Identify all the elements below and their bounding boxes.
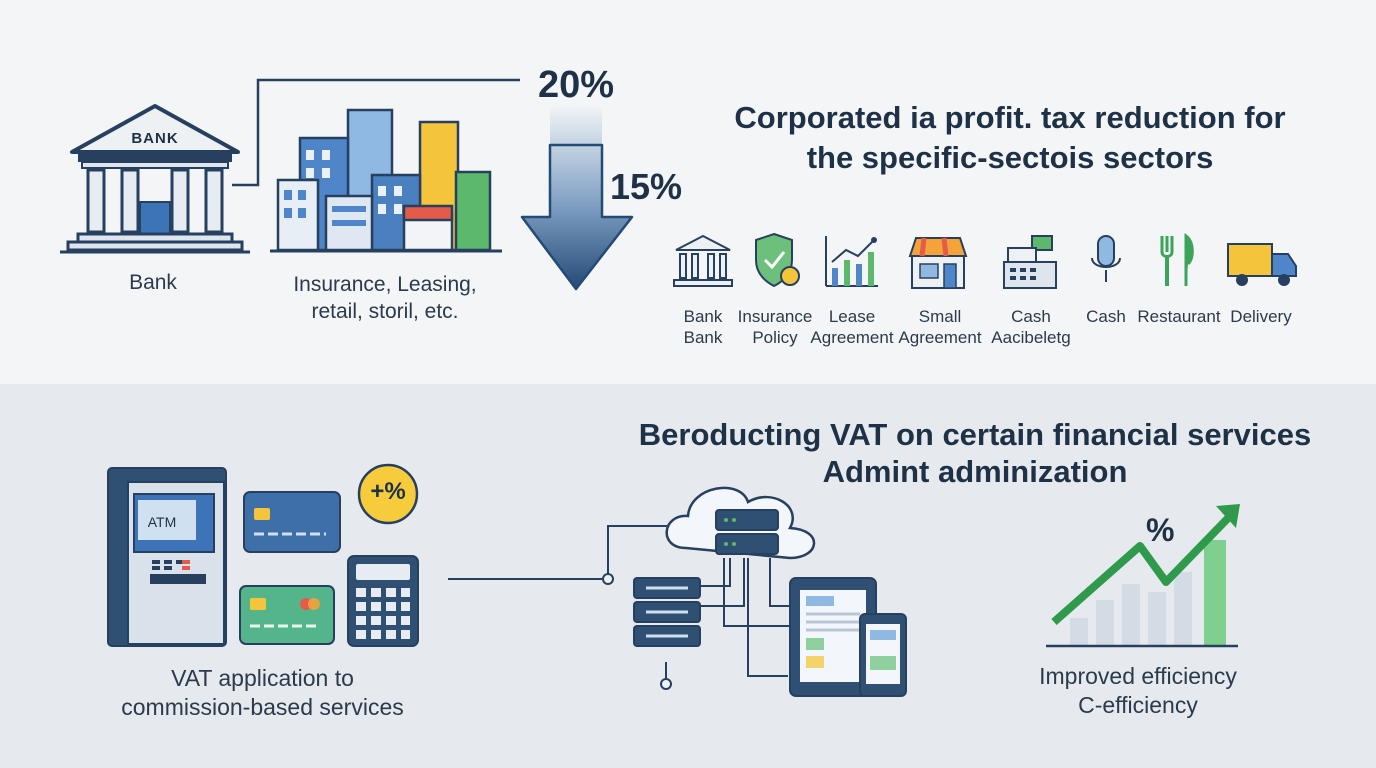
connector-line <box>232 78 520 187</box>
sector-icons-row <box>673 232 1297 289</box>
top-title-line2: the specific-sectois sectors <box>806 140 1214 175</box>
vat-label: VAT application to commission-based serv… <box>90 664 435 722</box>
atm-icon <box>107 467 227 647</box>
top-title-line1: Corporated ia profit. tax reduction for <box>734 100 1286 135</box>
bank-building-icon <box>60 104 250 254</box>
shield-check-icon <box>755 232 800 288</box>
growth-chart-icon <box>1046 504 1240 648</box>
efficiency-label: Improved efficiency C-efficiency <box>1000 662 1276 720</box>
city-buildings-icon <box>270 108 502 253</box>
delivery-truck-icon <box>1227 243 1297 286</box>
reduction-arrow-icon <box>520 105 634 291</box>
sector-label-restaurant: Restaurant <box>1137 307 1221 326</box>
vat-label-line1: VAT application to <box>171 665 354 691</box>
rate-from: 20% <box>538 64 615 106</box>
buildings-label: Insurance, Leasing, retail, storil, etc. <box>265 271 505 325</box>
percent-badge-text: +% <box>370 478 406 505</box>
bottom-title-line1: Beroducting VAT on certain financial ser… <box>638 417 1312 452</box>
vat-label-line2: commission-based services <box>121 694 404 720</box>
rate-to: 15% <box>610 166 683 207</box>
top-title: Corporated ia profit. tax reduction for … <box>700 98 1320 178</box>
bottom-panel <box>0 384 1376 768</box>
fork-knife-icon <box>1160 232 1194 286</box>
buildings-label-line1: Insurance, Leasing, <box>293 273 477 296</box>
top-panel <box>0 0 1376 384</box>
growth-chart-icon <box>825 236 878 287</box>
bank-icon <box>673 234 733 287</box>
sector-label-delivery: Delivery <box>1230 307 1292 326</box>
bottom-title-line2: Admint adminization <box>822 454 1128 489</box>
cash-register-icon <box>1003 235 1057 289</box>
percent-badge-icon <box>357 463 419 525</box>
credit-card-green-icon <box>239 585 335 645</box>
cloud-network-diagram <box>448 486 907 697</box>
sector-label-cash: Cash <box>1086 307 1126 326</box>
chart-percent-symbol: % <box>1146 512 1175 548</box>
microphone-icon <box>1091 235 1121 282</box>
bottom-title: Beroducting VAT on certain financial ser… <box>620 416 1330 490</box>
storefront-icon <box>908 237 968 289</box>
atm-text: ATM <box>147 514 177 530</box>
efficiency-label-line2: C-efficiency <box>1078 692 1198 718</box>
bank-label: Bank <box>129 271 177 294</box>
efficiency-label-line1: Improved efficiency <box>1039 663 1237 689</box>
credit-card-blue-icon <box>243 491 341 553</box>
calculator-icon <box>347 555 419 647</box>
bank-sign-text: BANK <box>131 130 179 147</box>
buildings-label-line2: retail, storil, etc. <box>311 300 459 323</box>
